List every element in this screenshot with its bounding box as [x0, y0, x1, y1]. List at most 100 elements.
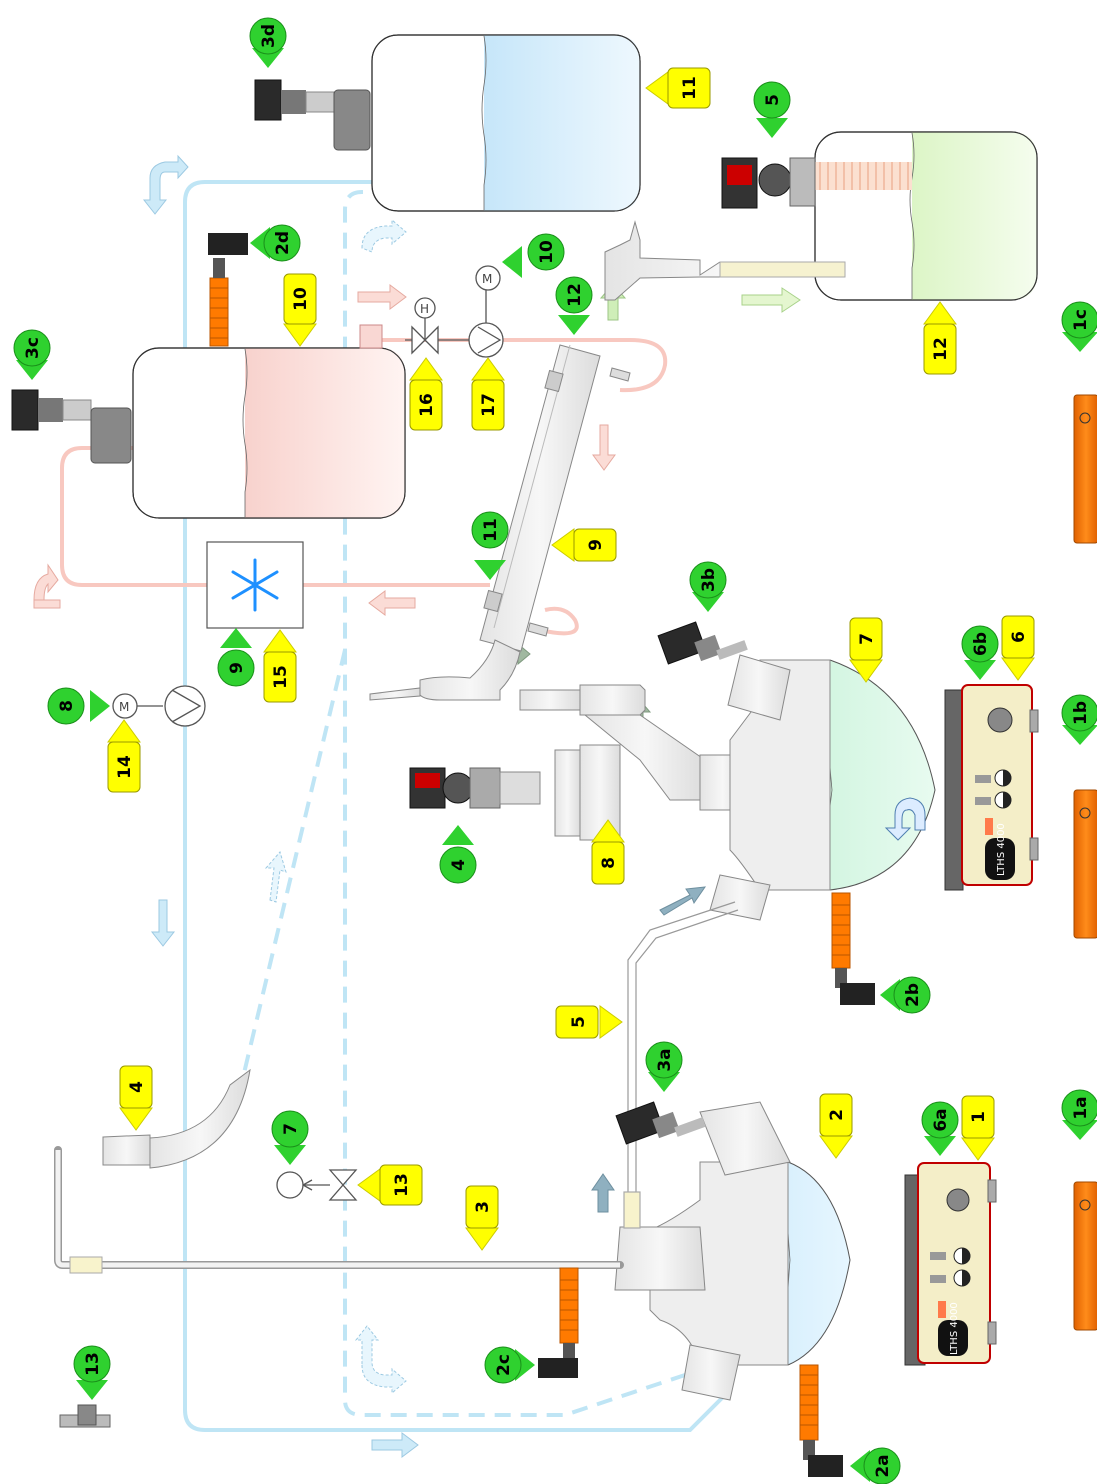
svg-text:1c: 1c: [1071, 309, 1091, 331]
svg-text:5: 5: [763, 94, 783, 106]
tag-green-10: 10: [502, 233, 565, 278]
tag-green-3b: 3b: [689, 561, 727, 612]
tag-yellow-6: 6: [1001, 615, 1035, 681]
tag-green-11: 11: [471, 511, 509, 580]
heating-circulation-pump: H M: [405, 265, 504, 358]
svg-text:3: 3: [473, 1201, 493, 1213]
transfer-line: [623, 901, 739, 1229]
tag-yellow-13: 13: [357, 1164, 423, 1206]
tag-green-7: 7: [271, 1110, 309, 1165]
flow-arrow-cold: [142, 154, 189, 215]
tag-green-1c: 1c: [1061, 301, 1097, 352]
svg-text:LTHS 4000: LTHS 4000: [996, 823, 1007, 876]
chiller-unit: [206, 541, 304, 629]
svg-text:LTHS 4000: LTHS 4000: [949, 1302, 960, 1355]
svg-text:4: 4: [127, 1081, 147, 1093]
coolant-supply-line: [183, 180, 732, 1432]
svg-text:2: 2: [827, 1109, 847, 1121]
svg-text:8: 8: [57, 700, 77, 712]
svg-text:3c: 3c: [23, 337, 43, 359]
tag-green-13: 13: [73, 1345, 111, 1400]
svg-text:16: 16: [417, 393, 437, 417]
tag-yellow-11: 11: [645, 67, 711, 109]
svg-text:M: M: [482, 272, 492, 286]
needle-valve: [276, 1169, 358, 1201]
tag-yellow-2: 2: [819, 1093, 853, 1159]
heating-medium-tank: [132, 324, 406, 519]
svg-text:1b: 1b: [1071, 701, 1091, 725]
flow-arrow-warm: [368, 590, 416, 616]
svg-text:13: 13: [392, 1173, 412, 1197]
tag-green-12: 12: [555, 276, 593, 335]
dip-tube: [54, 1068, 624, 1274]
temperature-sensor-2a: [799, 1364, 843, 1477]
motor-icon: [475, 265, 501, 291]
flow-arrow-vapor: [659, 886, 707, 916]
svg-text:6a: 6a: [931, 1108, 951, 1131]
reaction-flask-b: [709, 654, 936, 921]
svg-text:M: M: [119, 700, 129, 714]
heater-1b: [1073, 789, 1097, 939]
svg-text:2a: 2a: [873, 1454, 893, 1477]
pressure-sensor-3a: [615, 1101, 706, 1145]
tag-yellow-16: 16: [409, 357, 443, 431]
tag-green-5: 5: [753, 81, 791, 138]
svg-text:10: 10: [291, 287, 311, 311]
pump-icon: [468, 322, 504, 358]
coolant-return-line: [238, 190, 701, 1417]
flow-arrow-warm: [357, 284, 407, 310]
flow-arrow-warm: [592, 424, 616, 471]
temperature-sensor-2c: [538, 1267, 579, 1378]
tag-yellow-8: 8: [591, 819, 625, 885]
tag-yellow-14: 14: [107, 719, 141, 793]
flow-arrow-return: [361, 218, 407, 253]
tag-green-2d: 2d: [250, 224, 301, 262]
tag-yellow-3: 3: [465, 1185, 499, 1251]
tag-yellow-15: 15: [263, 629, 297, 703]
tag-green-2c: 2c: [484, 1346, 535, 1384]
snowflake-icon: [231, 558, 279, 612]
svg-text:1a: 1a: [1071, 1096, 1091, 1119]
condenser-hose: [539, 606, 579, 636]
coolant-circulation-pump: M: [112, 685, 206, 727]
magnetic-stirrer-a: LTHS 4000: [904, 1162, 997, 1366]
flow-arrow-warm: [33, 563, 61, 609]
svg-text:12: 12: [931, 337, 951, 361]
svg-text:5: 5: [569, 1016, 589, 1028]
svg-text:7: 7: [281, 1123, 301, 1135]
tag-green-2b: 2b: [880, 976, 931, 1014]
tag-yellow-5: 5: [555, 1005, 623, 1039]
reaction-flask-a: [614, 1101, 851, 1401]
svg-text:10: 10: [537, 240, 557, 264]
tag-green-4: 4: [439, 825, 477, 884]
cooling-water-tank: [371, 34, 641, 212]
tag-green-6a: 6a: [921, 1101, 959, 1156]
distillate-receiver-tank: [814, 131, 1038, 301]
stir-arrow: [884, 797, 926, 841]
tag-green-3c: 3c: [13, 329, 51, 380]
svg-text:6b: 6b: [971, 632, 991, 656]
pressure-sensor-3c: [11, 389, 132, 464]
motor-icon: [112, 693, 138, 719]
svg-text:11: 11: [481, 518, 501, 542]
pressure-sensor-3b: [657, 621, 748, 665]
tag-yellow-12: 12: [923, 301, 957, 375]
svg-text:2d: 2d: [273, 231, 293, 255]
svg-text:17: 17: [479, 393, 499, 417]
svg-text:15: 15: [271, 665, 291, 689]
flow-arrow-return: [264, 850, 287, 903]
tag-green-2a: 2a: [850, 1447, 901, 1484]
valve-icon: [328, 1169, 358, 1201]
svg-text:6: 6: [1009, 631, 1029, 643]
drain-valve-13: [59, 1404, 111, 1428]
svg-text:9: 9: [586, 539, 606, 551]
tag-green-3a: 3a: [645, 1041, 683, 1092]
tag-green-3d: 3d: [249, 17, 287, 68]
pressure-sensor-3d: [254, 79, 371, 151]
tag-green-6b: 6b: [961, 625, 999, 680]
svg-text:12: 12: [565, 283, 585, 307]
svg-text:3a: 3a: [655, 1048, 675, 1071]
svg-text:2b: 2b: [903, 983, 923, 1007]
sampling-tube: [604, 220, 846, 301]
